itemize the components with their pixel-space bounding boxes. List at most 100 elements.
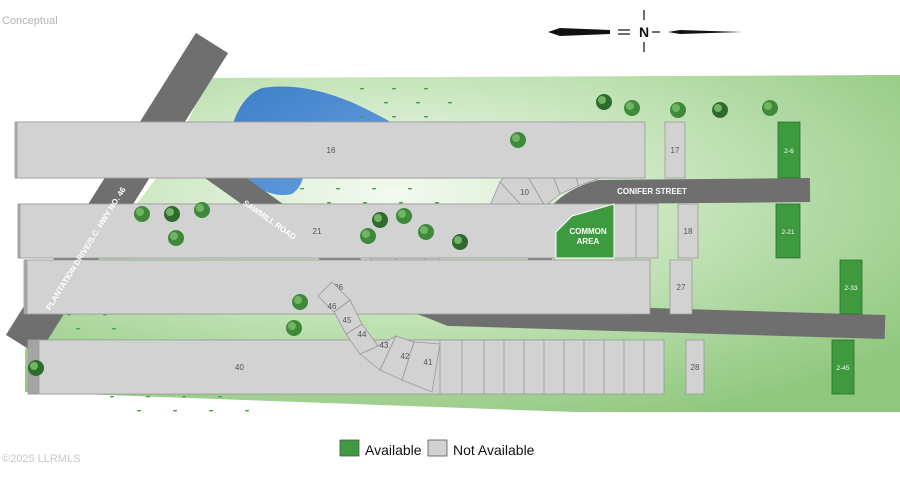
lot-label: 2-45	[836, 365, 849, 372]
legend-not-available-label: Not Available	[453, 442, 535, 458]
lot-2-33[interactable]	[839, 259, 863, 315]
lot-label: 2-42	[0, 365, 7, 372]
lot-label: 2-21	[781, 229, 794, 236]
tuft	[372, 188, 376, 190]
tree-icon	[712, 102, 728, 118]
tree-icon	[762, 100, 778, 116]
tuft	[76, 328, 80, 330]
tuft	[448, 102, 452, 104]
tree-icon	[624, 100, 640, 116]
tuft	[384, 102, 388, 104]
legend: Available Not Available	[339, 439, 535, 458]
lot-label: 2-26	[0, 285, 7, 292]
lot-17[interactable]	[664, 121, 686, 179]
copyright-text: ©2025 LLRMLS	[2, 453, 80, 465]
tree-icon	[418, 224, 434, 240]
lot-label: 17	[671, 146, 680, 155]
tuft	[399, 202, 403, 204]
tuft	[408, 188, 412, 190]
lot-label: 2-23	[0, 229, 7, 236]
lot-label: 21	[313, 227, 322, 236]
lot-label: 41	[424, 358, 433, 367]
lot-2-45[interactable]	[831, 339, 855, 395]
tree-icon	[396, 208, 412, 224]
lot-label: 2-30	[0, 285, 7, 292]
tuft	[424, 116, 428, 118]
lot-label: 44	[358, 330, 367, 339]
tuft	[360, 116, 364, 118]
tuft	[112, 328, 116, 330]
trees	[28, 94, 778, 376]
tuft	[146, 396, 150, 398]
legend-available-swatch	[339, 439, 360, 457]
lot-label: 45	[343, 316, 352, 325]
common-area	[555, 203, 615, 259]
lot-16[interactable]	[16, 121, 646, 179]
lot-label: 16	[327, 146, 336, 155]
tree-icon	[596, 94, 612, 110]
lot-label: 43	[380, 341, 389, 350]
lot-28[interactable]	[685, 339, 705, 395]
lot-2-21[interactable]	[775, 203, 801, 259]
tuft	[435, 202, 439, 204]
tree-icon	[194, 202, 210, 218]
tree-icon	[134, 206, 150, 222]
tuft	[336, 188, 340, 190]
lot-label: 2-32	[0, 285, 7, 292]
lot-label: 28	[691, 363, 700, 372]
lot-2-6[interactable]	[777, 121, 801, 179]
tuft	[416, 102, 420, 104]
lot-label: 2-40	[0, 365, 7, 372]
tree-icon	[286, 320, 302, 336]
tuft	[424, 88, 428, 90]
lot-label: 2-44	[0, 365, 7, 372]
lot-label: 18	[684, 227, 693, 236]
tree-icon	[510, 132, 526, 148]
tree-icon	[452, 234, 468, 250]
lot-label: 2-41	[0, 365, 7, 372]
tuft	[327, 202, 331, 204]
tree-icon	[164, 206, 180, 222]
common-area-label-1: COMMON	[569, 227, 607, 236]
tuft	[392, 116, 396, 118]
lot-label: 2-28	[0, 285, 7, 292]
tuft	[209, 410, 213, 412]
lot-label: 2-1	[0, 148, 5, 155]
lot-label: 2-25	[0, 229, 7, 236]
tuft	[137, 410, 141, 412]
lot-26[interactable]	[26, 259, 651, 315]
lot-label: 2-31	[0, 285, 7, 292]
lot-label: 2-2	[0, 148, 5, 155]
tuft	[360, 88, 364, 90]
tuft	[218, 396, 222, 398]
tree-icon	[28, 360, 44, 376]
tuft	[300, 188, 304, 190]
tuft	[173, 410, 177, 412]
lot-label: 2-22	[0, 229, 7, 236]
lot-label: 2-5	[0, 148, 5, 155]
lot-label: 2-3	[0, 148, 5, 155]
lot-label: 2-33	[844, 285, 857, 292]
lot-46[interactable]	[317, 281, 351, 313]
tree-icon	[168, 230, 184, 246]
lot-label: 2-27	[0, 285, 7, 292]
conifer-street-label: CONIFER STREET	[617, 187, 687, 196]
tuft	[363, 202, 367, 204]
lot-label: 2-43	[0, 365, 7, 372]
watermark-text: Conceptual	[2, 15, 58, 27]
lot-label: 2-24	[0, 229, 7, 236]
lot-label: 2-6	[784, 148, 794, 155]
legend-available-label: Available	[365, 442, 422, 458]
lot-label: 46	[328, 302, 337, 311]
lot-label: 10	[520, 188, 529, 197]
lot-40[interactable]	[38, 339, 441, 395]
lot-18[interactable]	[677, 203, 699, 259]
tree-icon	[360, 228, 376, 244]
lot-label: 2-29	[0, 285, 7, 292]
tree-icon	[292, 294, 308, 310]
lot-27[interactable]	[669, 259, 693, 315]
tuft	[392, 88, 396, 90]
north-arrow-icon: N	[548, 10, 742, 52]
lot-label: 2-39	[0, 365, 7, 372]
